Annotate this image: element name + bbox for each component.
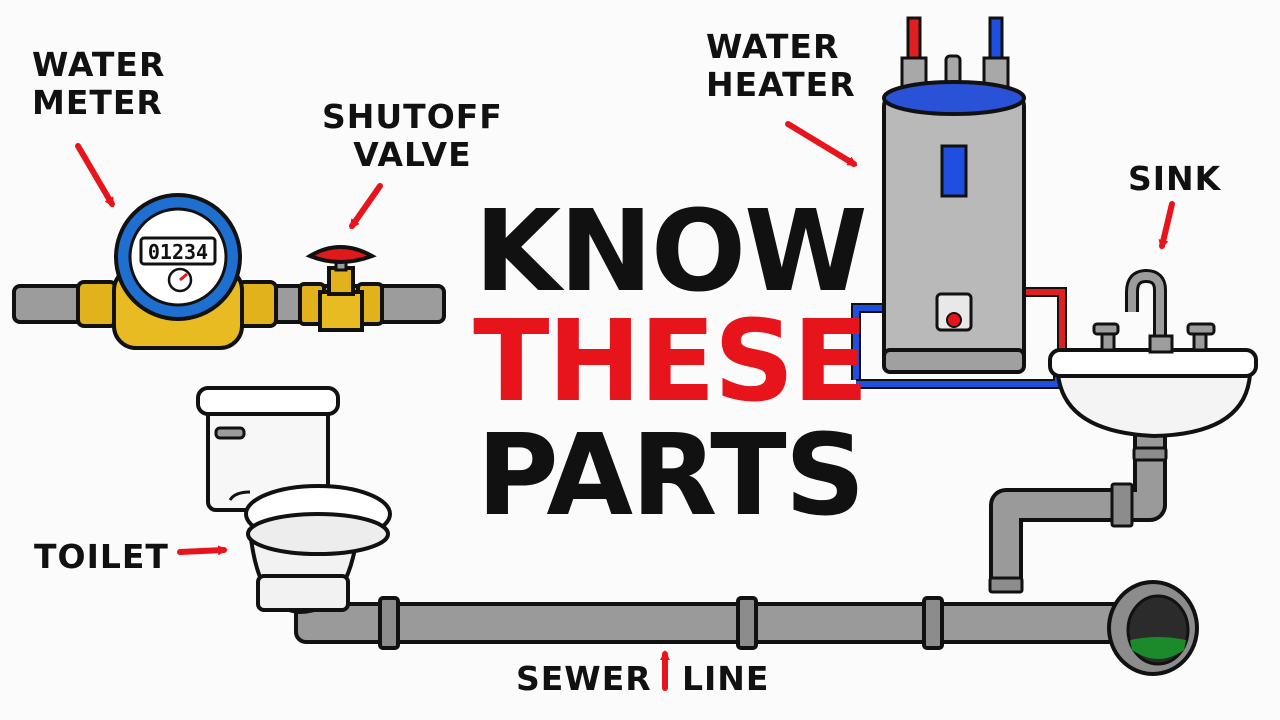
water-meter-label-line2: METER bbox=[32, 83, 163, 122]
arrow-to-shutoff-valve bbox=[349, 183, 383, 230]
sink bbox=[1048, 268, 1258, 439]
water-meter-label: WATER METER bbox=[32, 46, 165, 122]
water-heater-label-line1: WATER bbox=[706, 27, 840, 66]
meter-readout: 01234 bbox=[148, 240, 208, 264]
arrow-to-water-meter bbox=[75, 143, 115, 208]
toilet bbox=[196, 386, 392, 615]
water-heater-label-line2: HEATER bbox=[706, 65, 856, 104]
title-line-know: KNOW bbox=[474, 187, 867, 317]
sink-label: SINK bbox=[1128, 159, 1222, 198]
toilet-label: TOILET bbox=[34, 537, 169, 576]
label-arrows bbox=[75, 121, 1175, 691]
water-meter-label-line1: WATER bbox=[32, 45, 166, 84]
shutoff-valve bbox=[298, 245, 384, 332]
water-heater-label: WATER HEATER bbox=[706, 28, 856, 104]
water-meter: 01234 bbox=[76, 193, 278, 350]
shutoff-valve-label-line1: SHUTOFF bbox=[322, 97, 503, 136]
water-heater bbox=[851, 16, 1067, 389]
arrow-to-sink bbox=[1158, 201, 1175, 250]
shutoff-valve-label-line2: VALVE bbox=[353, 135, 472, 174]
sewer-line-label-word2: LINE bbox=[682, 659, 770, 698]
arrow-to-toilet bbox=[177, 545, 228, 556]
title-line-parts: PARTS bbox=[476, 411, 866, 541]
shutoff-valve-label: SHUTOFF VALVE bbox=[322, 98, 503, 174]
arrow-to-water-heater bbox=[785, 121, 858, 167]
title-line-these: THESE bbox=[473, 297, 869, 427]
sewer-line-label-word1: SEWER bbox=[516, 659, 652, 698]
sink-drain bbox=[988, 430, 1168, 594]
sewer-pipe bbox=[294, 580, 1199, 676]
